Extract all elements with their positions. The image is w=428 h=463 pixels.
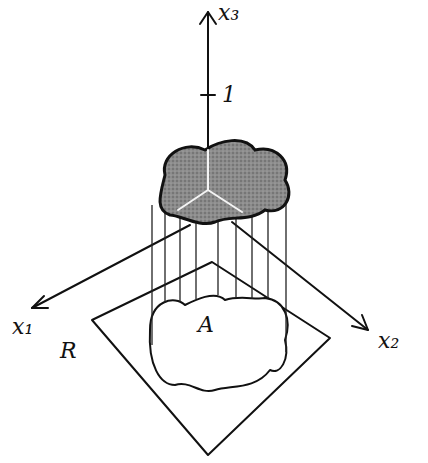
surface-axis-lines (178, 150, 242, 212)
x3-arrowhead (200, 12, 216, 24)
region-label: R (60, 340, 77, 362)
x1-axis (32, 225, 190, 308)
rectangle-r (92, 262, 330, 455)
tick-mark (201, 94, 215, 96)
tick-label: 1 (222, 84, 236, 106)
region-a (150, 296, 288, 391)
axis-label: x₁ (12, 316, 33, 338)
region-label: A (198, 314, 214, 336)
axis-label: x₃ (218, 2, 239, 24)
graph-surface (160, 141, 289, 224)
x2-arrowhead (352, 315, 368, 330)
x3-axis (207, 12, 209, 150)
x1-arrowhead (32, 296, 48, 308)
projection-lines (152, 200, 286, 352)
axis-label: x₂ (378, 330, 399, 352)
